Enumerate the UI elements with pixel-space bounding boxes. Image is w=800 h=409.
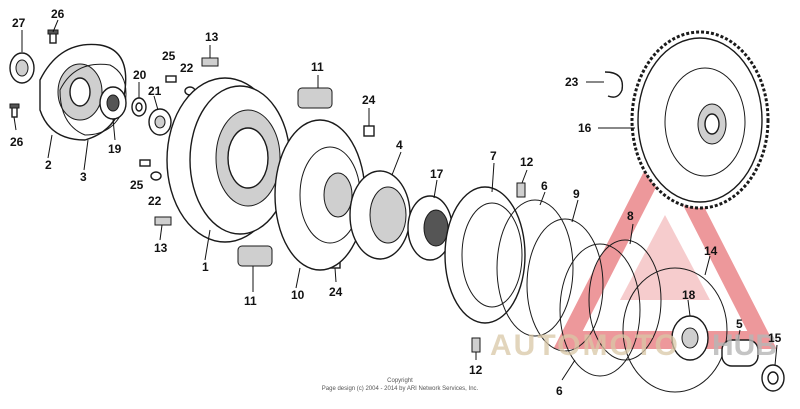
nut-22-bottom	[150, 171, 162, 181]
drive-plate-10	[274, 119, 366, 271]
housing-1	[166, 77, 291, 243]
label-13-top: 13	[205, 30, 219, 44]
label-16: 16	[578, 121, 592, 135]
plate-2	[39, 43, 127, 141]
label-22-top: 22	[180, 61, 194, 75]
part-21	[148, 108, 172, 136]
bolt-26-top	[47, 29, 59, 44]
label-25-bottom: 25	[130, 178, 144, 192]
label-25-top: 25	[162, 49, 176, 63]
hub-17	[407, 195, 453, 261]
spring-12-bottom	[471, 337, 481, 353]
bolt-25-bottom	[139, 159, 151, 167]
label-6-bottom: 6	[556, 384, 563, 398]
spring-11-top	[297, 87, 333, 109]
label-6-top: 6	[541, 179, 548, 193]
disc-9	[526, 218, 604, 352]
label-12-bottom: 12	[469, 363, 483, 377]
bolt-26-bottom	[9, 103, 20, 118]
label-1: 1	[202, 260, 209, 274]
label-11-bottom: 11	[244, 294, 257, 308]
washer-20	[131, 97, 147, 117]
label-21: 21	[148, 84, 162, 98]
label-24-top: 24	[362, 93, 376, 107]
leader-lines	[13, 19, 778, 381]
label-17: 17	[430, 167, 444, 181]
part-labels: 27 26 26 2 3 19 20 21 25 22 25 22 13 13 …	[10, 7, 782, 398]
ring-14	[622, 267, 728, 393]
label-19: 19	[108, 142, 122, 156]
plate-8	[588, 239, 662, 361]
plate-6-bottom	[559, 243, 641, 377]
label-3: 3	[80, 170, 87, 184]
bearing-27	[9, 52, 35, 84]
label-18: 18	[682, 288, 696, 302]
hub-19	[99, 86, 127, 120]
spring-12-top	[516, 182, 526, 198]
label-8: 8	[627, 209, 634, 223]
watermark-text: AUTOMOTO HUB	[490, 329, 777, 362]
label-26-top: 26	[51, 7, 65, 21]
label-23: 23	[565, 75, 579, 89]
label-24-bottom: 24	[329, 285, 343, 299]
label-5: 5	[736, 317, 743, 331]
label-12-top: 12	[520, 155, 534, 169]
watermark-brand-right: HUB	[712, 329, 777, 362]
label-15: 15	[768, 331, 782, 345]
label-4: 4	[396, 138, 403, 152]
plate-6-top	[496, 199, 574, 337]
copyright-line2: Page design (c) 2004 - 2014 by ARI Netwo…	[322, 386, 479, 392]
circlip-23	[604, 71, 624, 98]
pin-24-top	[363, 125, 375, 137]
label-11-top: 11	[311, 60, 324, 74]
washer-15	[761, 364, 785, 392]
label-20: 20	[133, 68, 147, 82]
label-14: 14	[704, 244, 718, 258]
spring-13-top	[201, 57, 219, 67]
copyright-notice: Copyright Page design (c) 2004 - 2014 by…	[322, 378, 479, 392]
label-26-bottom: 26	[10, 135, 24, 149]
spring-11-bottom	[237, 245, 273, 267]
label-13-bottom: 13	[154, 241, 168, 255]
clutch-4	[349, 170, 411, 260]
watermark-brand-left: AUTOMOTO	[490, 329, 680, 362]
friction-disc-7	[444, 186, 526, 324]
label-22-bottom: 22	[148, 194, 162, 208]
label-9: 9	[573, 187, 580, 201]
label-7: 7	[490, 149, 497, 163]
bolt-25-top	[165, 75, 177, 83]
label-27: 27	[12, 16, 26, 30]
label-10: 10	[291, 288, 305, 302]
copyright-line1: Copyright	[387, 378, 413, 384]
label-2: 2	[45, 158, 52, 172]
spring-13-bottom	[154, 216, 172, 226]
collar-5	[721, 339, 759, 367]
watermark-logo	[553, 130, 777, 349]
gear-16	[630, 30, 770, 210]
